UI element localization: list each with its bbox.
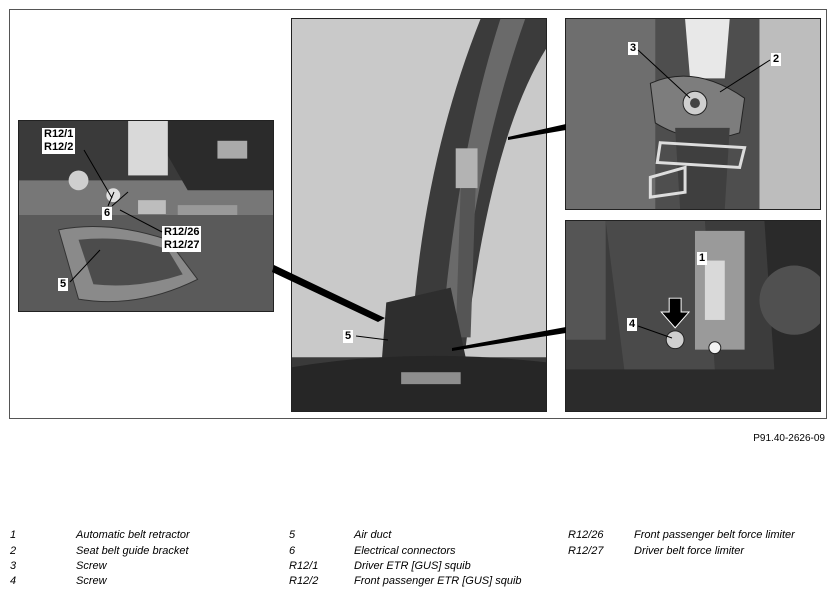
legend-key: 2: [10, 545, 17, 557]
legend-key: 3: [10, 560, 17, 572]
legend-key: 6: [289, 545, 296, 557]
legend-key: R12/2: [289, 575, 319, 587]
legend-desc: Front passenger belt force limiter: [634, 529, 795, 541]
legend-key: R12/1: [289, 560, 319, 572]
photo-pillar-panel: [291, 18, 547, 412]
label-1: 1: [697, 252, 708, 265]
label-5-center: 5: [343, 330, 354, 343]
photo-guide-bracket-panel: [565, 18, 821, 210]
legend-key: R12/27: [568, 545, 604, 557]
legend-desc: Driver belt force limiter: [634, 545, 745, 557]
legend-key: 1: [10, 529, 17, 541]
label-r12-2: R12/2: [42, 141, 76, 154]
label-2: 2: [771, 53, 782, 66]
label-4: 4: [627, 318, 638, 331]
label-3: 3: [628, 42, 639, 55]
label-r12-26: R12/26: [162, 226, 202, 239]
legend: 1 Automatic belt retractor 2 Seat belt g…: [0, 528, 837, 612]
legend-desc: Seat belt guide bracket: [76, 545, 189, 557]
label-6-left: 6: [102, 207, 113, 220]
label-r12-27: R12/27: [162, 239, 202, 252]
photo-retractor-panel: [565, 220, 821, 412]
legend-desc: Automatic belt retractor: [76, 529, 190, 541]
legend-key: 5: [289, 529, 296, 541]
legend-desc: Screw: [76, 560, 107, 572]
label-5-left: 5: [58, 278, 69, 291]
legend-desc: Air duct: [354, 529, 392, 541]
legend-key: 4: [10, 575, 17, 587]
legend-desc: Screw: [76, 575, 107, 587]
legend-desc: Electrical connectors: [354, 545, 456, 557]
figure-reference: P91.40-2626-09: [753, 433, 825, 444]
legend-key: R12/26: [568, 529, 604, 541]
legend-desc: Driver ETR [GUS] squib: [354, 560, 471, 572]
label-r12-1: R12/1: [42, 128, 76, 141]
legend-desc: Front passenger ETR [GUS] squib: [354, 575, 522, 587]
